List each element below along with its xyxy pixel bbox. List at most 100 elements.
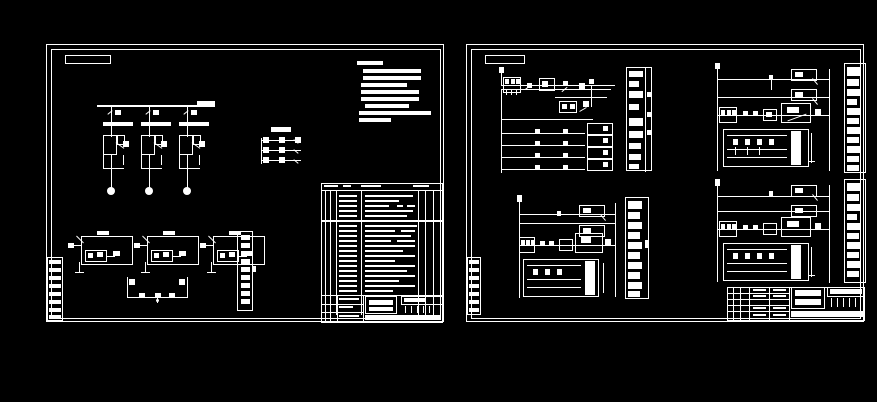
control-schematic-bottom-left bbox=[513, 195, 625, 301]
source-tag bbox=[715, 179, 720, 186]
block-label bbox=[229, 231, 241, 235]
busbar bbox=[97, 105, 215, 107]
terminal-label-cell bbox=[628, 272, 640, 279]
notes-block bbox=[357, 61, 453, 125]
vertical-bus-left bbox=[519, 214, 520, 298]
contactor-box bbox=[193, 135, 201, 145]
incoming-line bbox=[206, 245, 214, 246]
sub-panel bbox=[723, 243, 809, 281]
terminal-label-cell bbox=[847, 67, 861, 76]
terminal-strip-top-left[interactable] bbox=[626, 67, 652, 172]
notes-line bbox=[361, 97, 419, 101]
terminal-label-cell bbox=[847, 79, 859, 86]
sub-panel-terminal bbox=[585, 261, 595, 295]
bill-of-materials-table[interactable] bbox=[321, 183, 443, 323]
load-symbol bbox=[107, 187, 115, 195]
table-row-text bbox=[339, 225, 357, 227]
title-row-rule bbox=[727, 293, 789, 294]
control-rail bbox=[519, 245, 615, 246]
title-block[interactable] bbox=[321, 296, 443, 323]
vertical-bus-left bbox=[717, 196, 718, 282]
relay-top-tag bbox=[795, 188, 803, 193]
inner-device-box bbox=[151, 250, 173, 262]
title-company-sub bbox=[795, 299, 821, 305]
relay-mid-tag bbox=[795, 208, 803, 213]
title-field-text bbox=[773, 295, 786, 297]
sub-device-lead bbox=[759, 147, 760, 155]
fuse-terminal-block bbox=[503, 77, 521, 93]
terminal-strip-bottom-left[interactable] bbox=[625, 197, 649, 299]
matrix-rail-left bbox=[261, 138, 262, 164]
matrix-title bbox=[271, 127, 291, 132]
terminal-strip-left-sheet[interactable] bbox=[237, 231, 256, 311]
outer-device-tag bbox=[113, 251, 120, 256]
title-row-rule bbox=[727, 311, 789, 312]
sub-device-tag bbox=[769, 139, 774, 145]
terminal-label-cell bbox=[847, 183, 861, 191]
strip-divider bbox=[645, 68, 646, 172]
notes-line bbox=[359, 111, 431, 115]
table-outline bbox=[321, 183, 443, 323]
right-revision-margin-strip bbox=[467, 257, 481, 315]
table-row-text bbox=[365, 285, 415, 287]
table-row-text bbox=[365, 235, 411, 237]
title-meta-panel bbox=[401, 296, 443, 305]
table-row-text bbox=[365, 195, 413, 197]
device-link bbox=[107, 256, 115, 257]
fuse-tag-c bbox=[531, 240, 534, 245]
source-tag bbox=[499, 67, 504, 73]
sub-device-tag bbox=[757, 253, 762, 259]
title-meta-sep bbox=[429, 306, 430, 313]
title-col-sep bbox=[330, 296, 331, 323]
fuse-tag-c bbox=[732, 224, 736, 229]
right-drawing-sheet[interactable] bbox=[466, 44, 866, 322]
ground-bar bbox=[207, 272, 216, 273]
right-title-block[interactable] bbox=[727, 287, 865, 321]
relay-box-2 bbox=[559, 101, 577, 113]
terminal-cell bbox=[241, 291, 250, 296]
supply-riser bbox=[717, 186, 718, 196]
relay-box-top bbox=[579, 205, 605, 217]
return-rail bbox=[501, 119, 593, 120]
notes-title bbox=[357, 61, 383, 65]
relay-large-tag bbox=[581, 237, 591, 243]
source-tag bbox=[517, 195, 522, 202]
relay-tag-2b bbox=[570, 104, 575, 109]
terminal-cell bbox=[241, 259, 250, 264]
coil-tag bbox=[815, 109, 821, 115]
contact-tag bbox=[743, 111, 748, 116]
left-drawing-sheet[interactable] bbox=[46, 44, 444, 323]
title-col-sep bbox=[789, 287, 790, 321]
title-field-text bbox=[339, 298, 359, 300]
table-row-text bbox=[339, 245, 357, 247]
terminal-strip-top-right[interactable] bbox=[844, 63, 866, 173]
matrix-cell-3a bbox=[263, 157, 269, 163]
inner-device-box bbox=[85, 250, 107, 262]
terminal-label-cell bbox=[628, 282, 642, 289]
fuse-tag-b bbox=[727, 224, 731, 229]
inner-device-box bbox=[217, 250, 239, 262]
vertical-bus-right bbox=[829, 69, 830, 171]
terminal-wire-tag bbox=[647, 112, 651, 117]
sub-device-tag bbox=[733, 139, 738, 145]
contact-tag bbox=[753, 111, 758, 116]
table-row-text bbox=[339, 200, 357, 202]
margin-cell bbox=[49, 292, 61, 296]
fuse-leg-1 bbox=[506, 89, 507, 95]
terminal-wire-tag bbox=[252, 266, 256, 272]
output-relay-1 bbox=[587, 123, 613, 135]
contact-tag bbox=[549, 241, 554, 246]
inner-device-tag-b bbox=[97, 252, 103, 257]
sub-panel-terminal bbox=[791, 131, 801, 165]
table-row-text bbox=[339, 275, 357, 277]
matrix-cell-1b bbox=[279, 137, 285, 143]
table-row-text bbox=[339, 235, 357, 237]
node-tag bbox=[769, 75, 773, 80]
table-row-text bbox=[407, 205, 415, 207]
title-meta-sep bbox=[849, 298, 850, 307]
terminal-strip-bottom-right[interactable] bbox=[844, 179, 866, 283]
relay-box-mid bbox=[791, 205, 817, 217]
terminal-label-cell bbox=[628, 232, 640, 239]
fuse-tag-a bbox=[721, 224, 725, 229]
